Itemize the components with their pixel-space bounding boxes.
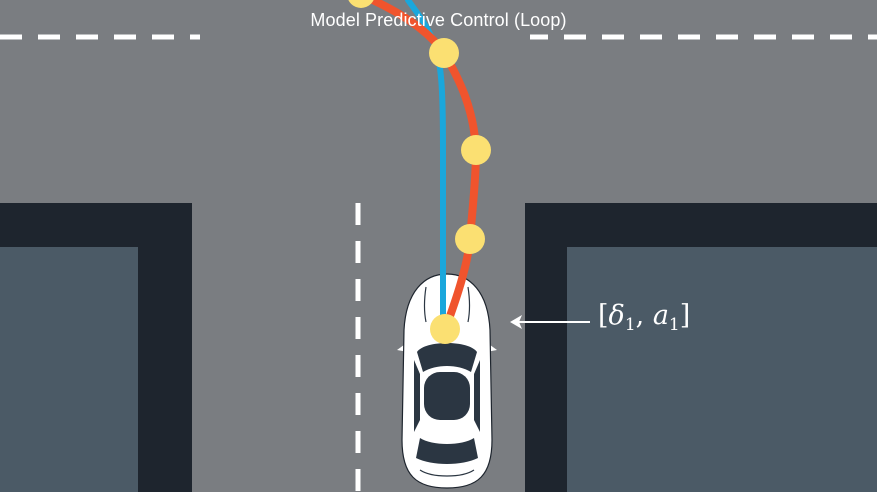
prediction-point: [461, 135, 491, 165]
acceleration-subscript: 1: [668, 315, 680, 335]
car-hood-line-left: [423, 286, 427, 323]
prediction-point-current: [430, 314, 460, 344]
car-window-right: [474, 360, 480, 432]
acceleration-symbol: a: [652, 300, 669, 331]
comma: ,: [635, 300, 653, 331]
bracket-open: [: [598, 300, 609, 331]
prediction-point: [455, 224, 485, 254]
car-top-view-icon: [397, 273, 497, 489]
diagram-title: Model Predictive Control (Loop): [310, 10, 567, 30]
prediction-point: [429, 38, 459, 68]
building-left-roof: [0, 247, 138, 492]
car-windshield: [417, 343, 477, 372]
prediction-point: [348, 0, 374, 8]
building-right-roof: [567, 247, 877, 492]
steering-subscript: 1: [624, 315, 636, 335]
car-trunk-line: [419, 469, 475, 477]
car-hood-line-right: [467, 286, 471, 323]
steering-symbol: δ: [608, 300, 625, 331]
arrow-head: [510, 315, 522, 329]
arrow-left-icon: [510, 315, 590, 329]
car-rear-window: [416, 438, 478, 464]
car-roof: [424, 372, 470, 420]
bracket-close: ]: [679, 300, 691, 331]
car-window-left: [414, 360, 420, 432]
control-input-label: [δ1, a1]: [598, 300, 690, 335]
